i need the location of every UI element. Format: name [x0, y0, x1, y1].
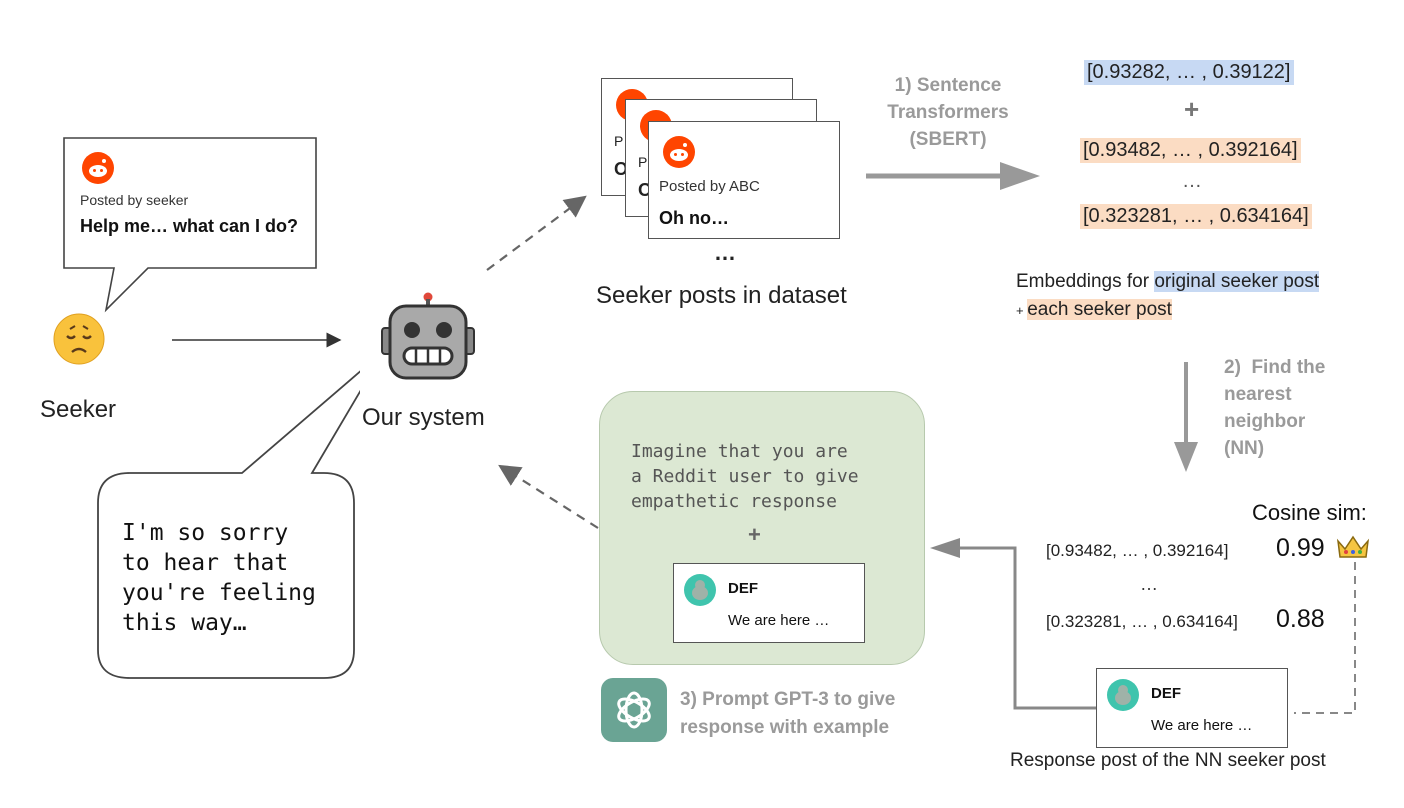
seeker-label: Seeker [40, 396, 117, 423]
response-post-user: DEF [1151, 685, 1181, 702]
dataset-label: Seeker posts in dataset [596, 282, 847, 309]
prompt-plus: + [748, 522, 761, 547]
embedding-row-1: [0.93482, … , 0.392164] [1080, 138, 1301, 163]
dashed-link-crown-to-response [1294, 562, 1356, 714]
prompt-text: Imagine that you are a Reddit user to gi… [631, 441, 859, 512]
embedding-row-2: [0.323281, … , 0.634164] [1080, 204, 1312, 229]
arrow-find-nn-head [1174, 442, 1198, 472]
cosine-vec-2: [0.323281, … , 0.634164] [1046, 612, 1238, 631]
prompt-example-text: We are here … [728, 612, 830, 629]
response-post-caption: Response post of the NN seeker post [1010, 750, 1326, 771]
prompt-box: Imagine that you are a Reddit user to gi… [599, 391, 925, 665]
seeker-bubble-shape [63, 137, 317, 313]
cosine-dots: … [1140, 574, 1158, 594]
reddit-logo-icon [82, 152, 114, 184]
sad-face-icon [52, 312, 106, 366]
prompt-example-user: DEF [728, 580, 758, 597]
dataset-front-post-meta: Posted by ABC [659, 178, 760, 195]
embedding-plus: + [1184, 94, 1200, 124]
caption-prefix: Embeddings for [1016, 271, 1155, 292]
caption-plus: + [1016, 303, 1028, 318]
seeker-post-meta: Posted by seeker [80, 192, 189, 208]
step1-sbert-label: 1) Sentence Transformers (SBERT) [887, 75, 1009, 150]
user-avatar-icon [684, 574, 716, 606]
openai-logo-icon [601, 678, 667, 742]
system-reply-bubble-shape [97, 370, 360, 679]
cosine-score-2: 0.88 [1276, 605, 1325, 633]
user-avatar-icon [1107, 679, 1139, 711]
dataset-post-text: O [614, 159, 629, 179]
dataset-post-card-front: Posted by ABC Oh no… [648, 121, 840, 239]
caption-each: each seeker post [1027, 299, 1172, 320]
dataset-front-post-text: Oh no… [659, 208, 729, 228]
system-reply-text: I'm so sorry to hear that you're feeling… [122, 520, 316, 636]
arrow-prompt-to-system [498, 464, 599, 529]
arrow-sbert-head [1000, 162, 1040, 190]
step3-prompt-label: 3) Prompt GPT-3 to give response with ex… [680, 689, 896, 738]
cosine-title: Cosine sim: [1252, 500, 1367, 525]
caption-original: original seeker post [1154, 271, 1320, 292]
response-post-card: DEF We are here … [1096, 668, 1288, 748]
dataset-post-meta: P [614, 133, 624, 149]
crown-icon [1336, 533, 1370, 561]
response-post-text: We are here … [1151, 717, 1253, 734]
robot-icon [380, 290, 476, 382]
seeker-post-text: Help me… what can I do? [80, 216, 299, 236]
dataset-more-ellipsis: … [714, 240, 736, 265]
step2-find-nn-label: 2) Find the nearest neighbor (NN) [1224, 357, 1326, 459]
cosine-score-1: 0.99 [1276, 534, 1325, 562]
dataset-post-meta: P [638, 154, 648, 170]
arrow-response-to-prompt-head [930, 538, 960, 558]
embedding-original: [0.93282, … , 0.39122] [1084, 60, 1294, 85]
arrow-response-to-prompt [958, 546, 1096, 710]
arrow-system-to-dataset [486, 195, 587, 271]
cosine-vec-1: [0.93482, … , 0.392164] [1046, 541, 1229, 560]
embedding-dots: … [1182, 170, 1202, 192]
reddit-logo-icon [663, 136, 695, 168]
embeddings-caption: Embeddings for original seeker post + ea… [1016, 268, 1320, 325]
system-label: Our system [362, 404, 485, 431]
prompt-example-card: DEF We are here … [673, 563, 865, 643]
